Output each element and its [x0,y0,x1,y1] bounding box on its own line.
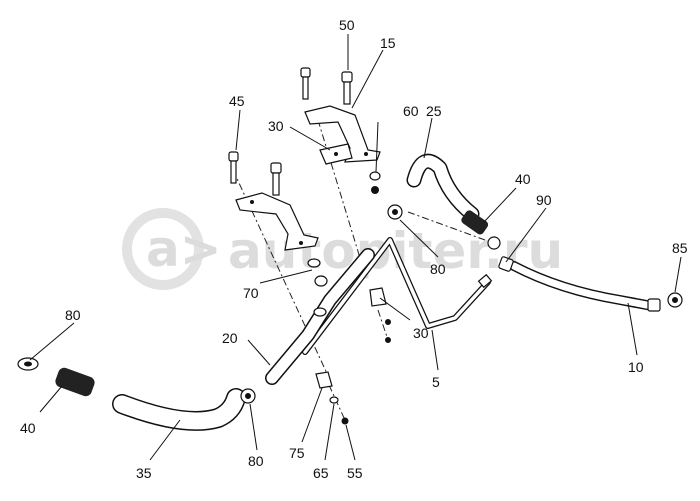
bolt-50 [341,71,353,105]
clamp-80-left [17,357,39,371]
callout-15: 15 [380,35,396,51]
callout-70: 70 [243,285,259,301]
callout-40-upper: 40 [515,171,531,187]
clamp-80-lower [240,388,256,404]
hose-35 [112,388,246,431]
bolt-top-left [300,67,311,100]
callout-5: 5 [432,374,440,390]
bracket-30-upper [235,192,319,251]
clamp-80-upper [387,204,403,220]
bracket-15 [304,105,381,165]
callout-30-lower: 30 [413,325,429,341]
callout-20: 20 [222,330,238,346]
callout-40-lower: 40 [20,420,36,436]
bolts [228,67,353,196]
callout-labels: 50 15 45 30 60 25 40 90 85 80 70 30 20 8… [20,17,688,481]
clamp-90 [498,256,514,272]
clamp-80-right [487,236,501,250]
callout-35: 35 [136,465,152,481]
callout-55: 55 [347,465,363,481]
sleeve-40-upper [461,210,489,235]
clamp-85 [667,292,683,308]
callout-45: 45 [229,93,245,109]
hose-25 [406,153,480,222]
pipe-5 [302,237,493,355]
callout-50: 50 [339,17,355,33]
callout-75: 75 [289,445,305,461]
clip-30-lower [369,287,387,307]
callout-80-left: 80 [65,307,81,323]
nuts-washers [307,171,391,425]
callout-25: 25 [426,103,442,119]
callout-65: 65 [313,465,329,481]
bolt-45 [228,151,239,184]
bolt-mid [270,162,282,196]
callout-85: 85 [672,240,688,256]
callout-80-middle: 80 [430,261,446,277]
leader-lines [29,34,682,461]
clip-75 [315,371,333,389]
callout-80-lower: 80 [248,453,264,469]
callout-10: 10 [628,359,644,375]
pipe-20 [265,248,375,385]
callout-30-upper: 30 [268,118,284,134]
watermark-logo-ring [122,208,204,290]
watermark-logo-mark: a> [146,220,222,278]
sleeve-40-lower [55,367,95,397]
callout-90: 90 [536,192,552,208]
callout-60: 60 [403,103,419,119]
pipe-10 [509,261,661,312]
